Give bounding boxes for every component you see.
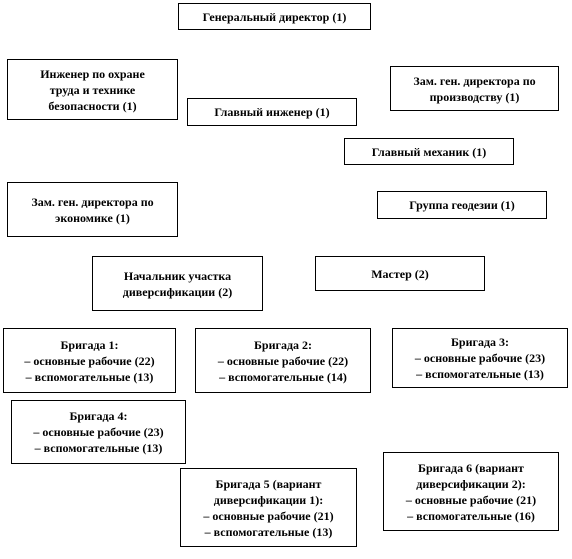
node-line: Бригада 1:	[60, 337, 119, 352]
node-line: Главный инженер (1)	[214, 105, 330, 119]
chief-mechanic-box: Главный механик (1)	[344, 138, 514, 165]
brigade-1-box: Бригада 1: – основные рабочие (22) – всп…	[3, 328, 176, 393]
geodesy-group-box: Группа геодезии (1)	[377, 191, 547, 219]
node-line: – вспомогательные (13)	[416, 367, 544, 381]
node-line: – вспомогательные (16)	[407, 508, 535, 523]
node-line: – основные рабочие (23)	[33, 425, 164, 439]
node-line: – основные рабочие (22)	[24, 353, 155, 368]
node-line: – основные рабочие (22)	[217, 353, 349, 368]
brigade-3-box: Бригада 3: – основные рабочие (23) – всп…	[392, 328, 568, 388]
deputy-production-box: Зам. ген. директора по производству (1)	[390, 66, 559, 111]
node-line: – основные рабочие (21)	[203, 508, 334, 523]
node-line: Бригада 5 (вариант	[215, 476, 322, 491]
safety-engineer-box: Инженер по охране труда и технике безопа…	[7, 59, 178, 120]
brigade-4-box: Бригада 4: – основные рабочие (23) – всп…	[11, 400, 186, 464]
node-line: Начальник участка	[123, 268, 232, 283]
brigade-6-box: Бригада 6 (вариант диверсификации 2): – …	[383, 452, 559, 531]
node-line: Бригада 2:	[253, 337, 313, 352]
chief-engineer-box: Главный инженер (1)	[187, 98, 357, 126]
deputy-economics-box: Зам. ген. директора по экономике (1)	[7, 182, 178, 237]
node-line: – основные рабочие (21)	[405, 492, 537, 507]
node-line: – вспомогательные (13)	[25, 369, 154, 384]
diversification-head-box: Начальник участка диверсификации (2)	[92, 256, 263, 311]
node-line: диверсификации 2):	[416, 476, 526, 491]
node-line: – вспомогательные (13)	[34, 441, 163, 455]
node-line: Генеральный директор (1)	[202, 9, 347, 24]
node-line: Группа геодезии (1)	[409, 198, 515, 212]
node-line: Главный механик (1)	[371, 144, 487, 159]
node-line: Бригада 4:	[69, 409, 128, 423]
node-line: Инженер по охране	[40, 66, 145, 81]
brigade-2-box: Бригада 2: – основные рабочие (22) – всп…	[195, 328, 371, 393]
general-director-box: Генеральный директор (1)	[178, 3, 371, 30]
node-line: Мастер (2)	[371, 266, 429, 281]
node-line: Зам. ген. директора по	[31, 194, 154, 209]
node-line: труда и технике	[49, 82, 136, 97]
node-line: диверсификации 1):	[213, 492, 324, 507]
node-line: безопасности (1)	[48, 98, 137, 113]
node-line: Бригада 6 (вариант	[418, 460, 524, 475]
node-line: экономике (1)	[55, 210, 130, 225]
node-line: – вспомогательные (14)	[219, 369, 347, 384]
brigade-5-box: Бригада 5 (вариант диверсификации 1): – …	[180, 468, 357, 547]
node-line: Зам. ген. директора по	[413, 73, 536, 88]
node-line: диверсификации (2)	[122, 284, 233, 299]
node-line: Бригада 3:	[450, 335, 510, 349]
node-line: – основные рабочие (23)	[414, 351, 546, 365]
node-line: – вспомогательные (13)	[204, 524, 333, 539]
node-line: производству (1)	[429, 89, 520, 104]
master-box: Мастер (2)	[315, 256, 485, 291]
